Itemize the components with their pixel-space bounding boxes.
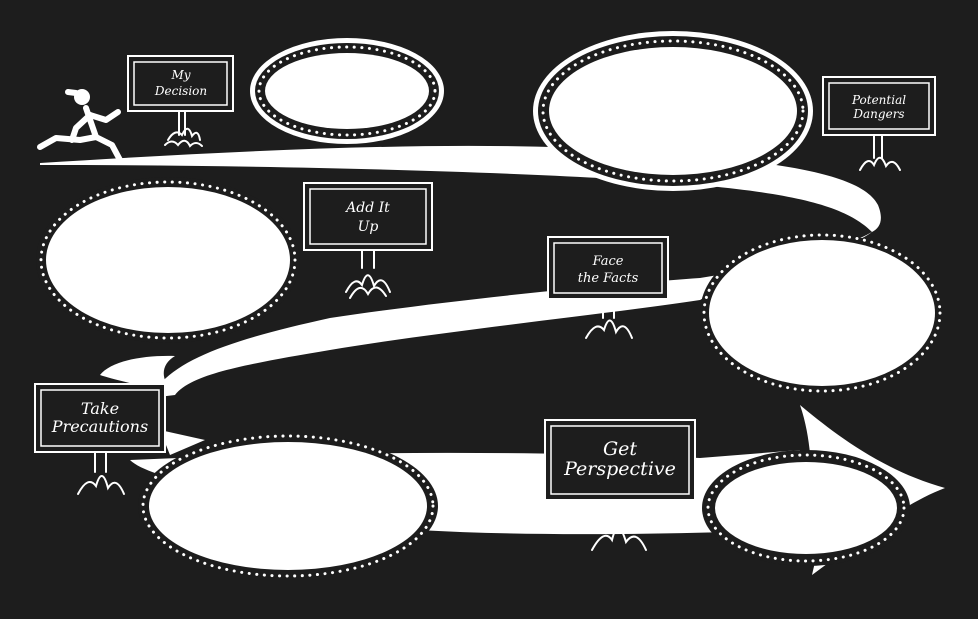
grass-tuft-icon [859, 133, 901, 171]
sign-take-precautions-line-2: Precautions [51, 417, 148, 436]
oval-6[interactable] [702, 450, 910, 566]
oval-5[interactable] [138, 434, 438, 578]
sign-face-the-facts-line-1: Face [592, 254, 624, 269]
sign-face-the-facts: Face the Facts [547, 236, 669, 339]
sign-add-it-up: Add It Up [303, 182, 433, 299]
grass-tuft-icon [345, 247, 391, 299]
sign-my-decision-line-1: My [170, 68, 190, 82]
running-figure-icon [37, 89, 123, 163]
oval-4[interactable] [700, 233, 942, 393]
road-entry [160, 430, 205, 455]
sign-add-it-up-line-1: Add It [344, 200, 390, 216]
sign-face-the-facts-line-2: the Facts [578, 271, 639, 286]
sign-my-decision: My Decision [127, 55, 234, 148]
oval-2[interactable] [533, 31, 813, 191]
sign-get-perspective-line-2: Perspective [563, 458, 676, 480]
sign-add-it-up-line-2: Up [358, 219, 379, 235]
sign-potential-dangers: Potential Dangers [822, 76, 936, 171]
sign-get-perspective: Get Perspective [544, 419, 696, 551]
sign-potential-dangers-line-2: Dangers [852, 107, 904, 121]
sign-take-precautions-line-1: Take [81, 399, 119, 418]
oval-1[interactable] [250, 38, 446, 144]
grass-tuft-icon [77, 449, 125, 495]
sign-my-decision-line-2: Decision [154, 84, 207, 98]
road-segment-curve-1 [150, 232, 872, 398]
oval-3[interactable] [36, 177, 300, 343]
grass-tuft-icon [585, 299, 633, 339]
sign-take-precautions: Take Precautions [34, 383, 166, 495]
sign-potential-dangers-line-1: Potential [851, 93, 906, 107]
grass-tuft-icon [164, 110, 203, 148]
grass-tuft-icon [591, 499, 647, 551]
sign-get-perspective-line-1: Get [603, 438, 637, 460]
